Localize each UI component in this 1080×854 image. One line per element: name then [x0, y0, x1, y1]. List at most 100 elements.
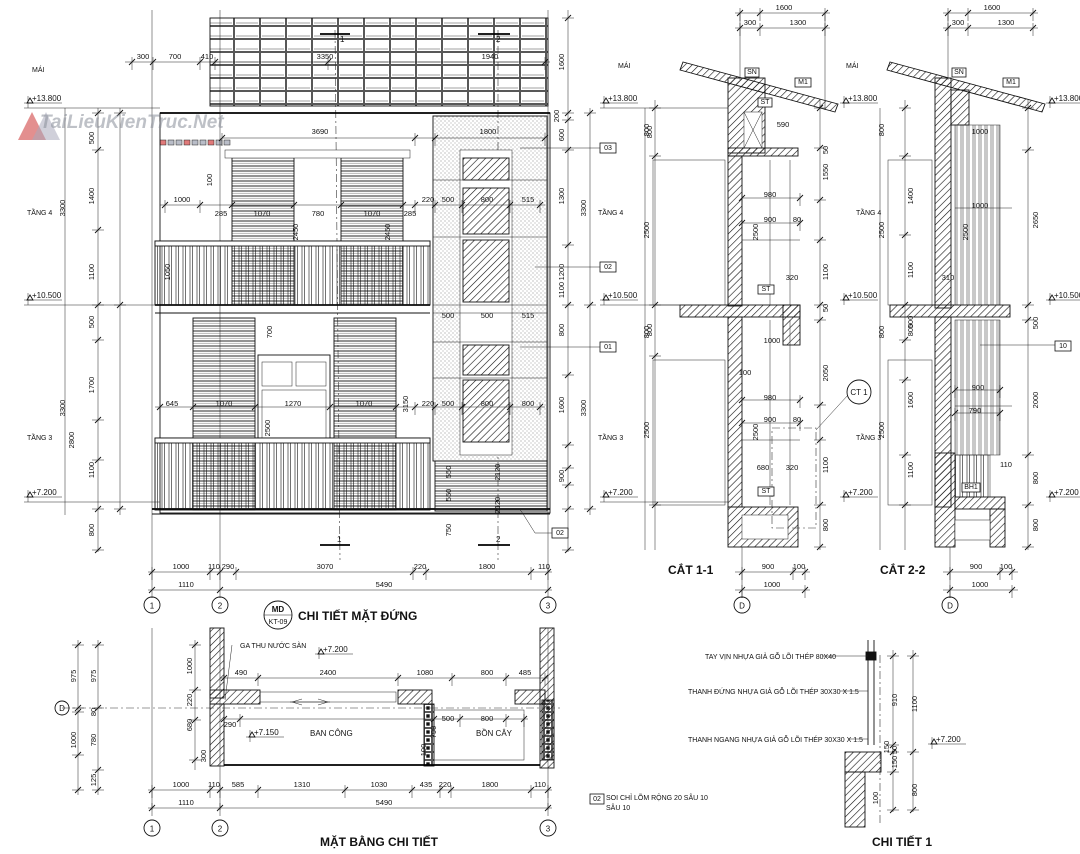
dimension-label: 800 — [877, 326, 886, 339]
dimension-label: 490 — [235, 668, 248, 677]
dimension-label: 1270 — [285, 399, 302, 408]
dimension-label: 2450 — [383, 224, 392, 241]
section-tag: SN — [954, 69, 964, 76]
dimension-label: 1050 — [163, 264, 172, 281]
plan-title: MẶT BẰNG CHI TIẾT — [320, 834, 439, 849]
level-marker: +10.500 — [848, 291, 878, 300]
dimension-label: 150 — [882, 741, 891, 754]
dimension-label: 550 — [444, 489, 453, 502]
dimension-label: 680 — [185, 719, 194, 732]
dimension-label: 800 — [1031, 519, 1040, 532]
grid-bubble: D — [739, 602, 745, 611]
section-tag: ST — [761, 99, 771, 106]
dimension-label: 125 — [89, 774, 98, 787]
dimension-label: 290 — [222, 562, 235, 571]
dimension-label: 2450 — [291, 224, 300, 241]
dimension-label: 800 — [481, 668, 494, 677]
dimension-label: 800 — [877, 124, 886, 137]
grid-bubble: 1 — [150, 825, 155, 834]
dimension-label: 800 — [481, 714, 494, 723]
dimension-label: 2500 — [751, 224, 760, 241]
dimension-label: 1000 — [972, 201, 989, 210]
detail-note: THANH NGANG NHỰA GIẢ GỖ LÕI THÉP 30X30 X… — [688, 735, 863, 744]
dimension-label: 310 — [942, 273, 955, 282]
dimension-label: 790 — [969, 406, 982, 415]
dimension-label: 590 — [777, 120, 790, 129]
dimension-label: 900 — [970, 562, 983, 571]
dimension-label: 300 — [952, 18, 965, 27]
dimension-label: 2500 — [961, 224, 970, 241]
dimension-label: 800 — [821, 519, 830, 532]
dimension-label: 2800 — [67, 432, 76, 449]
dimension-label: 900 — [762, 562, 775, 571]
dimension-label: 1300 — [998, 18, 1015, 27]
dimension-label: 1700 — [87, 377, 96, 394]
dimension-label: 800 — [481, 195, 494, 204]
dimension-label: 220 — [422, 195, 435, 204]
dimension-label: 680 — [757, 463, 770, 472]
dimension-label: 500 — [87, 316, 96, 329]
section-mark: 1 — [340, 35, 345, 44]
dimension-label: 1110 — [178, 798, 194, 807]
dimension-label: 2500 — [877, 222, 886, 239]
dimension-label: 1070 — [356, 399, 373, 408]
dimension-label: 100 — [793, 562, 806, 571]
dimension-label: 1300 — [557, 188, 566, 205]
dimension-label: 975 — [89, 670, 98, 683]
dimension-label: 2650 — [1031, 212, 1040, 229]
dimension-label: 750 — [444, 524, 453, 537]
dimension-label: 500 — [442, 195, 455, 204]
level-label: MÁI — [846, 61, 859, 70]
dimension-label: 500 — [481, 311, 494, 320]
dimension-label: 485 — [519, 668, 532, 677]
level-marker: +13.800 — [32, 94, 62, 103]
legend-text: SOI CHỈ LÕM RỘNG 20 SÂU 10 — [606, 793, 708, 802]
dimension-label: 285 — [404, 209, 417, 218]
section-title: CẮT 1-1 — [668, 562, 714, 577]
level-marker: +13.800 — [848, 94, 878, 103]
dimension-label: 980 — [764, 190, 777, 199]
dimension-label: 800 — [1031, 472, 1040, 485]
dimension-label: 1070 — [216, 399, 233, 408]
callout-tag: 03 — [604, 145, 612, 152]
dimension-label: 800 — [910, 784, 919, 797]
dimension-label: 780 — [312, 209, 325, 218]
dimension-label: 500 — [442, 311, 455, 320]
dimension-label: 1100 — [910, 696, 919, 712]
dimension-label: 3300 — [579, 400, 588, 417]
dimension-label: 1200 — [557, 264, 566, 281]
dimension-label: 2500 — [877, 422, 886, 439]
section-tag: M1 — [1006, 79, 1016, 86]
level-marker: +13.800 — [608, 94, 638, 103]
dimension-label: 1070 — [254, 209, 271, 218]
dimension-label: 320 — [786, 273, 799, 282]
plan-label: BỒN CÂY — [476, 728, 513, 738]
callout-tag: 10 — [1059, 343, 1067, 350]
level-marker: +10.500 — [32, 291, 62, 300]
dimension-label: 150 — [890, 756, 899, 769]
section-mark: 2 — [496, 535, 501, 544]
dimension-label: 800 — [642, 326, 651, 339]
dimension-label: 800 — [642, 124, 651, 137]
section-tag: ST — [762, 488, 772, 495]
dimension-label: 100 — [739, 368, 752, 377]
level-marker: +7.200 — [323, 645, 348, 654]
dimension-label: 3300 — [58, 200, 67, 217]
dimension-label: 5490 — [376, 798, 393, 807]
dimension-label: 2120 — [493, 464, 502, 481]
dimension-label: 50 — [821, 304, 830, 312]
dimension-label: 110 — [208, 780, 220, 789]
dimension-label: 1100 — [87, 264, 96, 280]
dimension-label: 1800 — [479, 562, 496, 571]
dimension-label: 900 — [972, 383, 985, 392]
dimension-label: 900 — [557, 470, 566, 483]
dimension-label: 1000 — [972, 127, 989, 136]
dimension-label: 515 — [522, 311, 535, 320]
section-tag: BH1 — [964, 484, 978, 491]
dimension-label: 320 — [786, 463, 799, 472]
dimension-label: 220 — [185, 694, 194, 707]
level-marker: +7.200 — [936, 735, 961, 744]
level-label: TẦNG 4 — [856, 207, 881, 217]
dimension-label: 1000 — [972, 580, 989, 589]
